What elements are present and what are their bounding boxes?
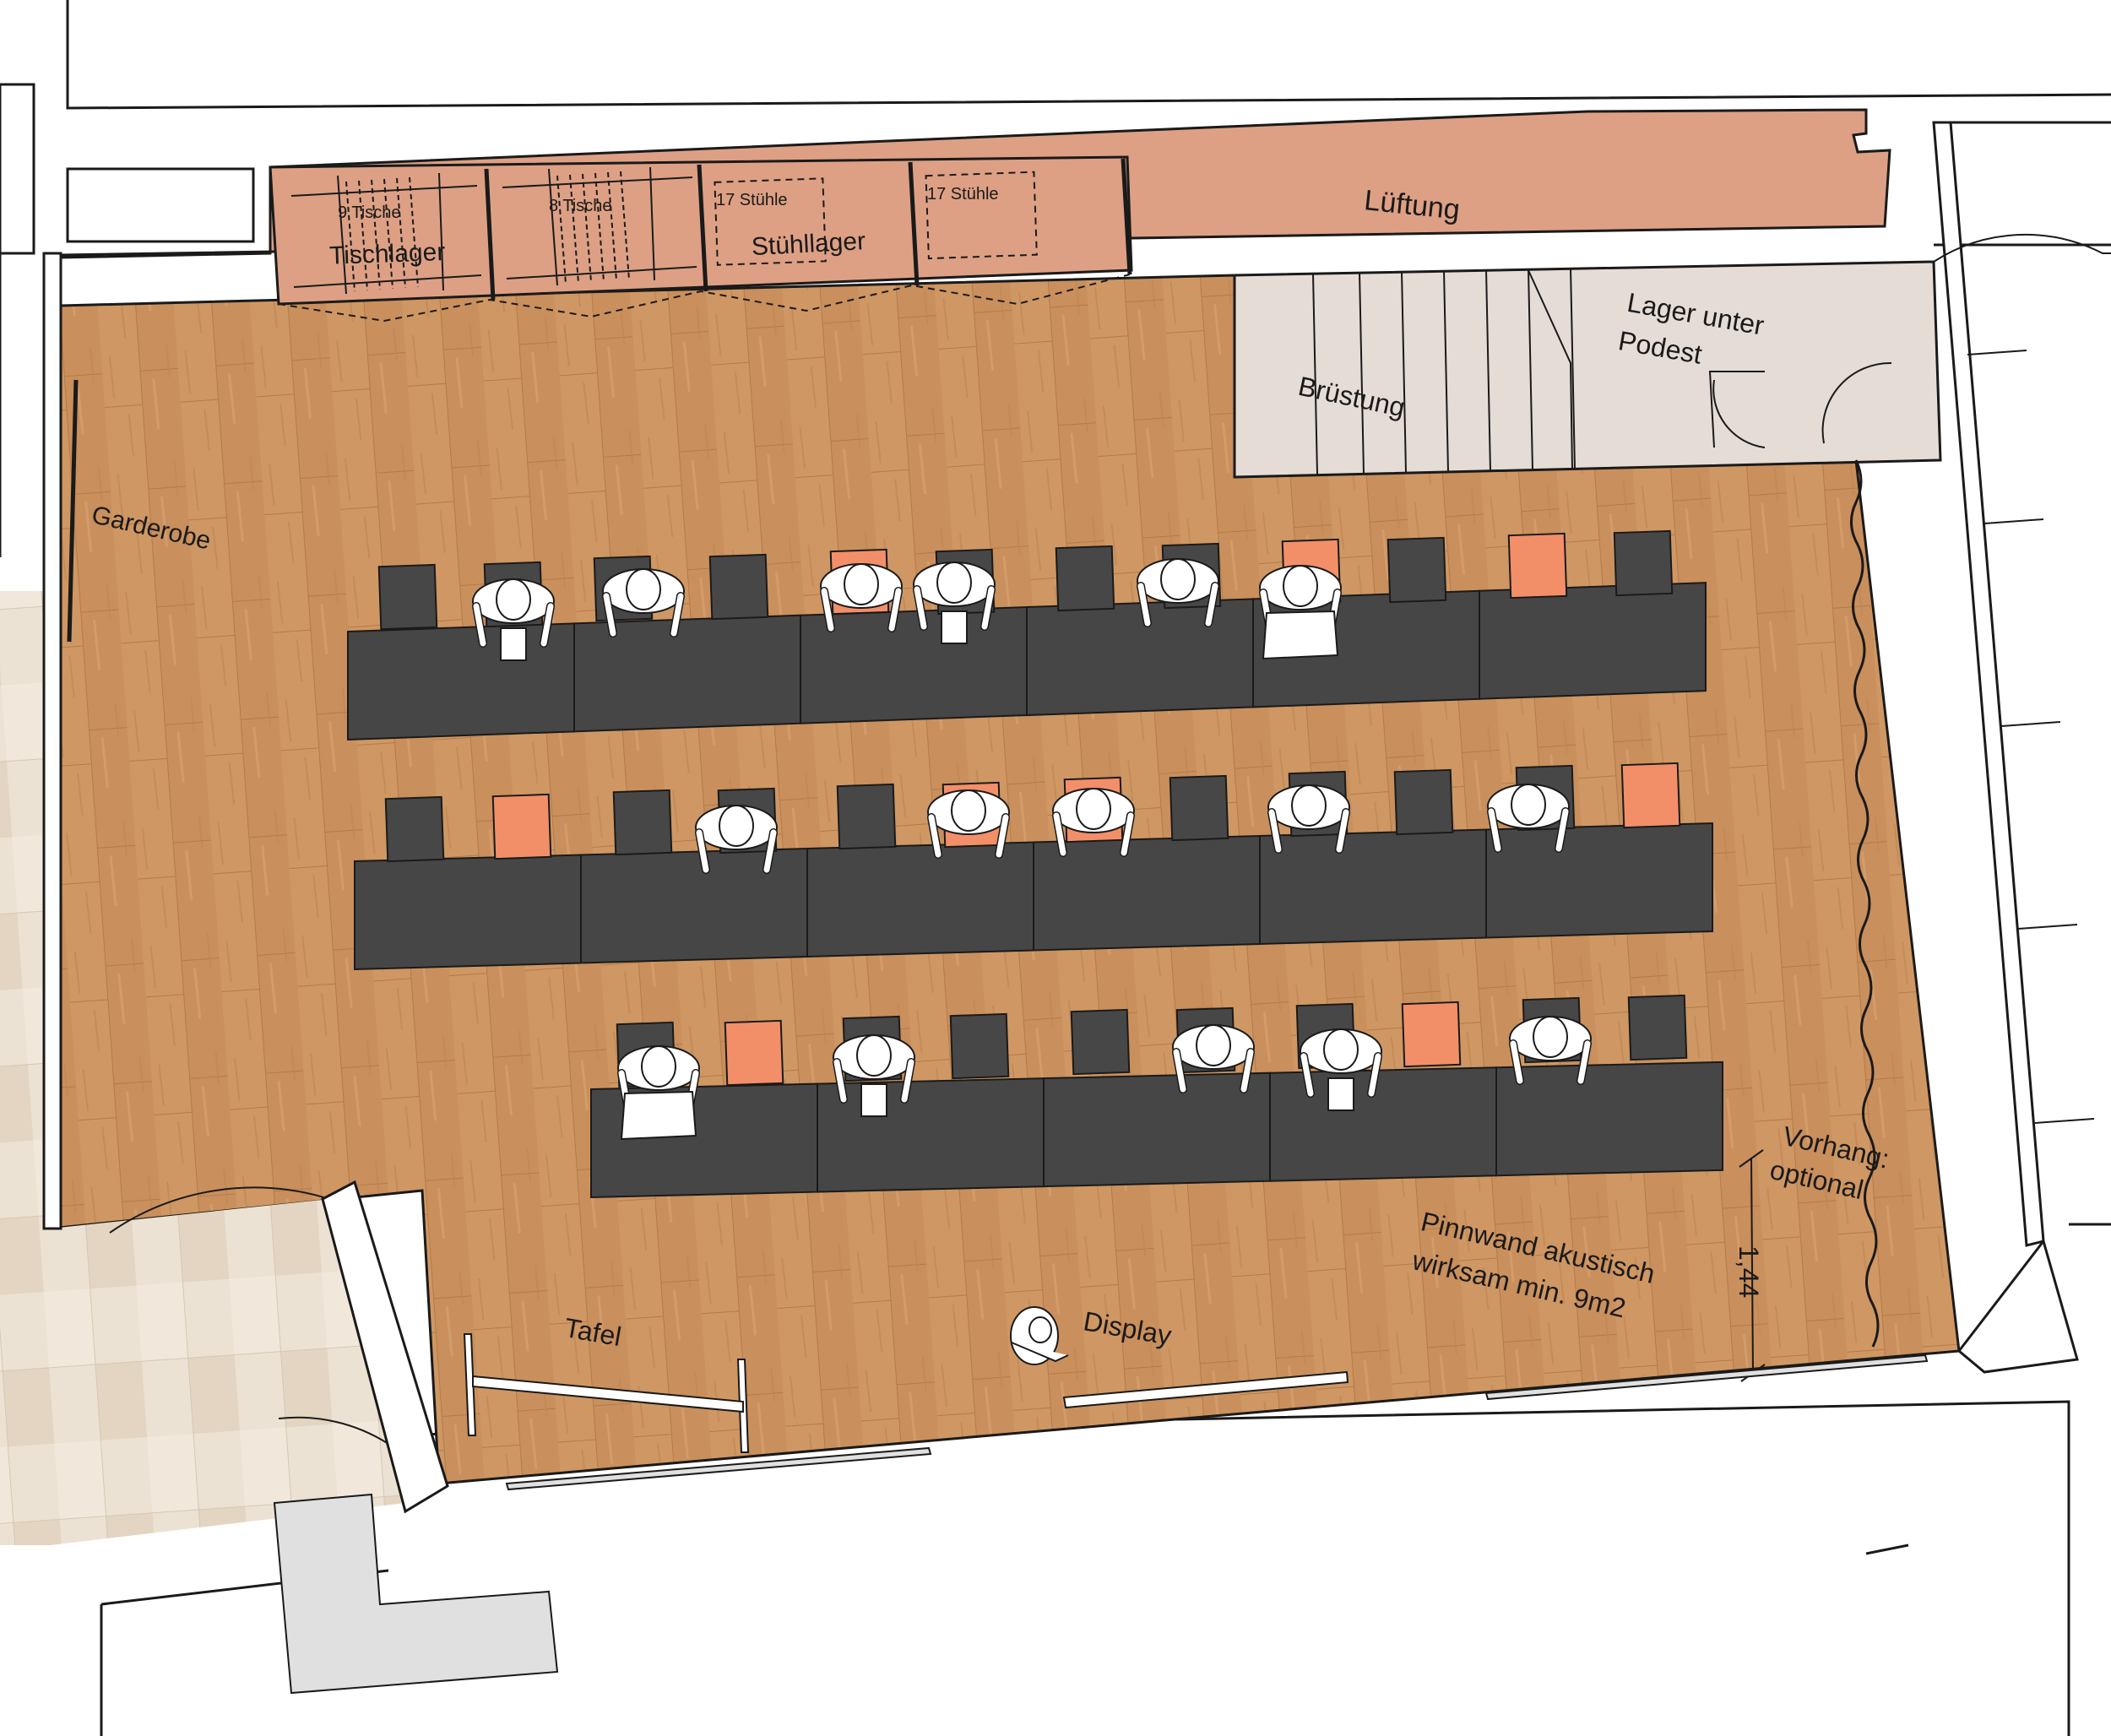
person	[927, 789, 1010, 859]
chair-highlighted	[1401, 1001, 1462, 1068]
chair	[1613, 529, 1674, 597]
table-segment	[1043, 1071, 1271, 1188]
person	[1509, 1016, 1592, 1085]
entrance-tiles	[0, 591, 405, 1545]
chair-highlighted	[491, 793, 552, 860]
chair	[1169, 774, 1229, 842]
person	[1052, 788, 1135, 857]
label-17-stuehle-a: 17 Stühle	[716, 191, 788, 209]
person	[617, 1045, 700, 1141]
table-segment	[1033, 834, 1261, 952]
laptop	[860, 1083, 887, 1117]
person	[833, 1034, 915, 1117]
table-segment	[1259, 828, 1487, 946]
chair	[708, 553, 769, 621]
table-segment	[1485, 822, 1713, 939]
person	[1487, 784, 1570, 853]
presenter-figure	[1010, 1306, 1069, 1365]
room-walls	[42, 121, 2079, 1514]
person	[820, 563, 903, 632]
table-segment	[1479, 582, 1707, 700]
laptop	[620, 1090, 697, 1141]
table-segment	[1026, 598, 1254, 717]
label-stuehllager: Stühllager	[751, 227, 866, 261]
label-dimension: 1,44	[1734, 1245, 1764, 1298]
chair	[1070, 1008, 1131, 1076]
label-17-stuehle-b: 17 Stühle	[927, 185, 999, 203]
table-segment	[806, 841, 1034, 958]
label-tischlager: Tischlager	[328, 238, 445, 270]
person	[602, 568, 685, 637]
table-segment	[573, 614, 801, 733]
tafel-board	[463, 1333, 750, 1453]
table-segment	[1269, 1066, 1497, 1182]
chair-highlighted	[1507, 532, 1568, 599]
person	[913, 561, 996, 644]
person	[1137, 558, 1219, 627]
south-wall-elements	[505, 1354, 1929, 1491]
podest-stairs	[1233, 233, 2111, 479]
chair	[612, 789, 673, 856]
chair	[836, 783, 897, 850]
garderobe-rail	[67, 379, 79, 643]
chair-highlighted	[724, 1019, 784, 1087]
seated-people	[472, 558, 1592, 1141]
table-segment	[817, 1077, 1045, 1193]
chair	[377, 563, 438, 631]
person	[1267, 784, 1350, 854]
entrance-door-arc	[109, 1186, 330, 1234]
display-board	[1062, 1370, 1349, 1409]
window-frames	[1967, 350, 2095, 1124]
table-segment	[354, 854, 582, 971]
person	[472, 578, 555, 661]
person	[1259, 565, 1342, 660]
table-segment	[1495, 1061, 1723, 1177]
chair-highlighted	[1620, 762, 1681, 829]
table-segment	[580, 847, 808, 964]
chair	[1055, 545, 1115, 612]
chair	[1627, 994, 1688, 1061]
chair	[1393, 768, 1454, 836]
curtain	[1850, 459, 1880, 1348]
chair	[1387, 536, 1447, 604]
lower-annex	[273, 1493, 559, 1695]
chair	[949, 1012, 1010, 1080]
label-9-tische: 9 Tische	[338, 203, 400, 222]
person	[695, 805, 778, 874]
person	[1300, 1028, 1382, 1111]
storage-strip	[59, 108, 1891, 323]
laptop	[1327, 1077, 1354, 1111]
person	[1172, 1024, 1255, 1093]
label-8-tische: 8 Tische	[549, 197, 611, 215]
entrance-door-arc-2	[278, 1416, 389, 1445]
laptop	[1262, 610, 1339, 660]
wall-stubs	[0, 83, 255, 255]
chair	[384, 795, 445, 863]
laptop	[500, 627, 527, 661]
laptop	[941, 610, 968, 644]
